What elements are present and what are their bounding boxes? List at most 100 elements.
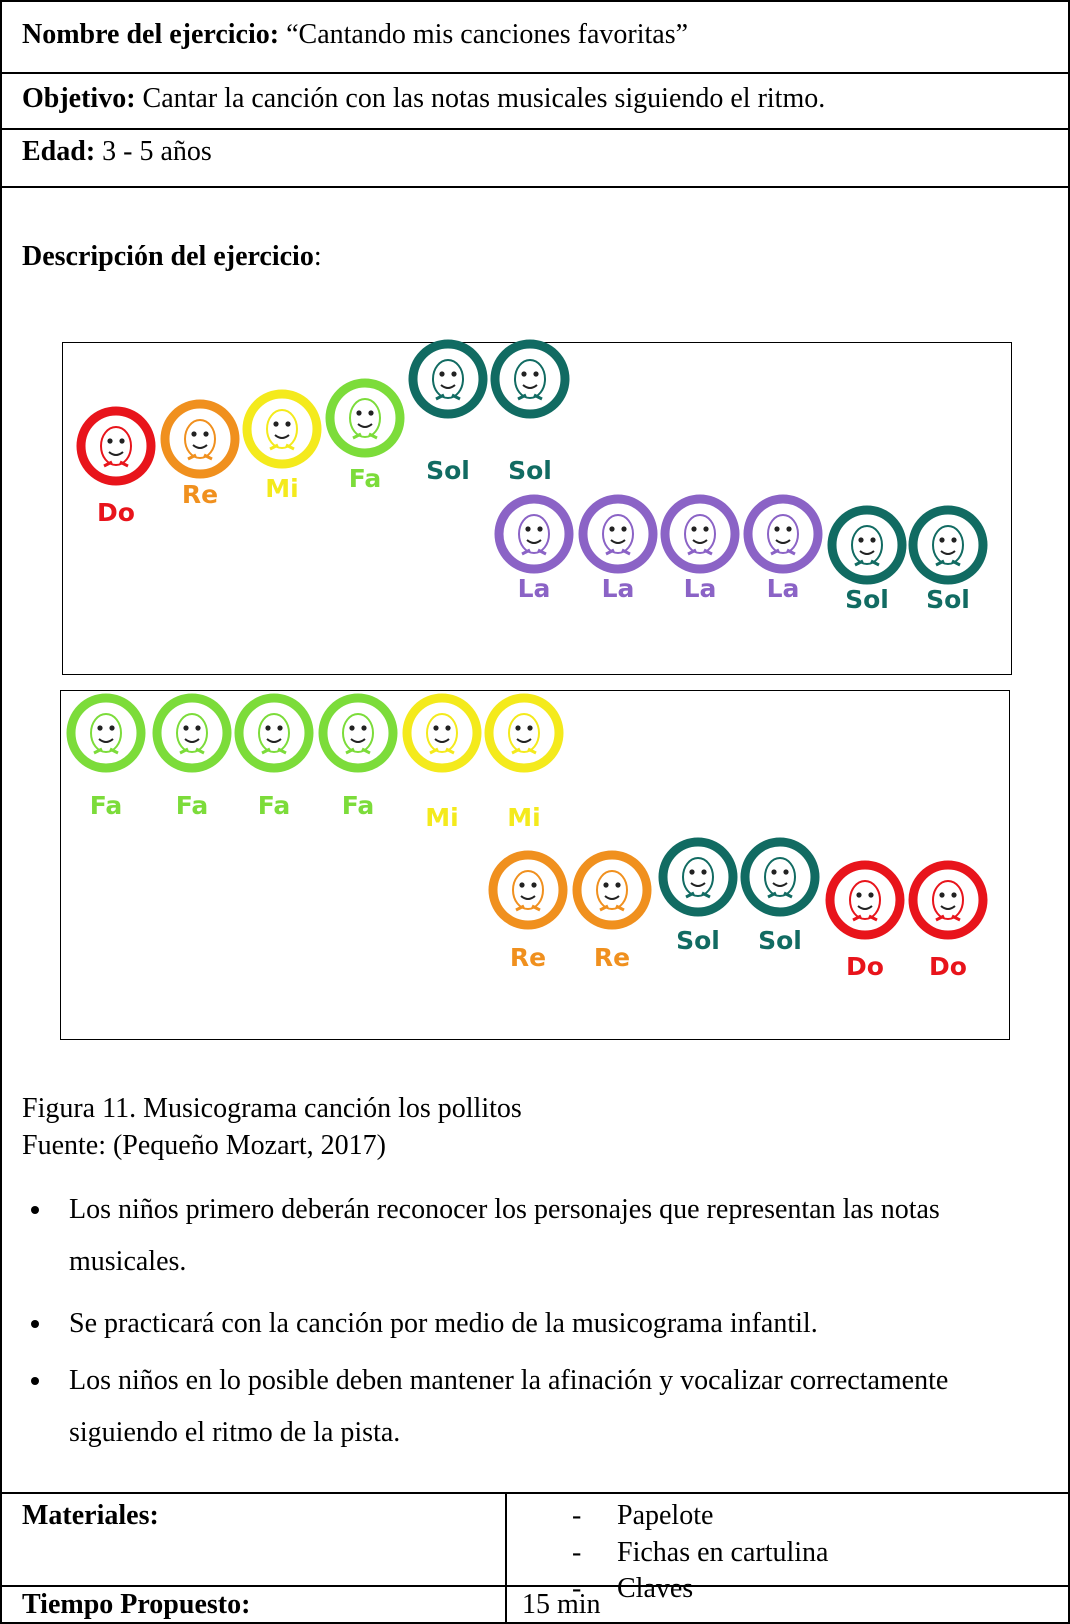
- note-label-fa: Fa: [257, 791, 291, 820]
- materials-item-1: Papelote: [617, 1500, 714, 1531]
- note-character-sol: [740, 837, 820, 917]
- bullet-1-line-1: Los niños primero deberán reconocer los …: [69, 1194, 940, 1225]
- note-character-icon: [827, 505, 907, 585]
- note-label-mi: Mi: [265, 474, 299, 503]
- objective-row: Objetivo: Cantar la canción con las nota…: [22, 83, 825, 115]
- note-character-la: [578, 494, 658, 574]
- note-label-mi: Mi: [507, 803, 541, 832]
- row-divider: [0, 1585, 1070, 1587]
- note-character-la: [660, 494, 740, 574]
- note-label-sol: Sol: [676, 926, 720, 955]
- note-character-icon: [408, 339, 488, 419]
- note-character-icon: [490, 339, 570, 419]
- note-character-do: [76, 406, 156, 486]
- note-label-la: La: [683, 574, 717, 603]
- row-divider: [0, 1492, 1070, 1494]
- note-character-icon: [658, 837, 738, 917]
- note-character-icon: [488, 850, 568, 930]
- description-heading: Descripción del ejercicio:: [22, 241, 322, 273]
- note-character-fa: [318, 693, 398, 773]
- note-label-sol: Sol: [508, 456, 552, 485]
- materials-dash: -: [572, 1573, 582, 1604]
- note-character-icon: [660, 494, 740, 574]
- row-divider: [0, 186, 1070, 188]
- bullet-marker: [31, 1377, 39, 1385]
- note-label-re: Re: [593, 943, 631, 972]
- row-divider: [0, 1622, 1070, 1624]
- note-character-icon: [318, 693, 398, 773]
- note-label-sol: Sol: [926, 585, 970, 614]
- objective-label: Objetivo:: [22, 83, 136, 114]
- note-character-sol: [658, 837, 738, 917]
- bullet-1-line-2: musicales.: [69, 1246, 187, 1277]
- note-character-sol: [408, 339, 488, 419]
- materials-dash: -: [572, 1500, 582, 1531]
- note-character-mi: [402, 693, 482, 773]
- note-character-la: [743, 494, 823, 574]
- bullet-item-3: Los niños en lo posible deben mantener l…: [69, 1355, 1059, 1459]
- description-colon: :: [313, 241, 322, 272]
- exercise-name-value: “Cantando mis canciones favoritas”: [286, 19, 689, 50]
- bullet-item-2: Se practicará con la canción por medio d…: [69, 1298, 1059, 1350]
- row-divider: [0, 128, 1070, 130]
- note-label-sol: Sol: [758, 926, 802, 955]
- note-label-do: Do: [929, 952, 967, 981]
- note-character-icon: [572, 850, 652, 930]
- note-label-la: La: [766, 574, 800, 603]
- age-label: Edad:: [22, 136, 96, 167]
- note-character-re: [160, 399, 240, 479]
- note-character-icon: [234, 693, 314, 773]
- note-character-fa: [234, 693, 314, 773]
- age-value: 3 - 5 años: [102, 136, 212, 167]
- note-character-do: [908, 860, 988, 940]
- note-label-re: Re: [181, 480, 219, 509]
- note-character-icon: [908, 505, 988, 585]
- note-character-icon: [242, 389, 322, 469]
- bullet-item-1: Los niños primero deberán reconocer los …: [69, 1184, 1059, 1288]
- materials-dash: -: [572, 1537, 582, 1568]
- objective-value: Cantar la canción con las notas musicale…: [142, 83, 826, 114]
- note-character-sol: [827, 505, 907, 585]
- note-label-fa: Fa: [89, 791, 123, 820]
- column-divider: [505, 1492, 507, 1624]
- row-divider: [0, 72, 1070, 74]
- note-character-sol: [490, 339, 570, 419]
- bullet-2-line-1: Se practicará con la canción por medio d…: [69, 1308, 818, 1339]
- note-character-do: [825, 860, 905, 940]
- time-label: Tiempo Propuesto:: [22, 1589, 251, 1620]
- materials-item-3: Claves: [617, 1573, 694, 1604]
- age-row: Edad: 3 - 5 años: [22, 136, 212, 168]
- time-value: 15 min: [522, 1589, 601, 1620]
- note-label-fa: Fa: [175, 791, 209, 820]
- note-label-sol: Sol: [845, 585, 889, 614]
- exercise-name-row: Nombre del ejercicio: “Cantando mis canc…: [22, 19, 688, 51]
- note-character-re: [488, 850, 568, 930]
- note-character-icon: [825, 860, 905, 940]
- note-label-mi: Mi: [425, 803, 459, 832]
- note-character-la: [494, 494, 574, 574]
- table-left-border: [0, 0, 2, 1624]
- note-character-icon: [484, 693, 564, 773]
- note-label-do: Do: [97, 498, 135, 527]
- note-character-sol: [908, 505, 988, 585]
- note-label-do: Do: [846, 952, 884, 981]
- bullet-marker: [31, 1320, 39, 1328]
- note-character-icon: [160, 399, 240, 479]
- bullet-3-line-1: Los niños en lo posible deben mantener l…: [69, 1365, 949, 1396]
- note-label-fa: Fa: [341, 791, 375, 820]
- note-label-la: La: [601, 574, 635, 603]
- note-character-icon: [743, 494, 823, 574]
- note-character-fa: [66, 693, 146, 773]
- description-label: Descripción del ejercicio: [22, 241, 314, 272]
- materials-item-2: Fichas en cartulina: [617, 1537, 829, 1568]
- figure-source: Fuente: (Pequeño Mozart, 2017): [22, 1130, 386, 1161]
- note-label-re: Re: [509, 943, 547, 972]
- note-character-icon: [76, 406, 156, 486]
- bullet-3-line-2: siguiendo el ritmo de la pista.: [69, 1417, 401, 1448]
- row-divider: [0, 0, 1070, 2]
- table-right-border: [1068, 0, 1070, 1624]
- note-character-fa: [152, 693, 232, 773]
- note-label-fa: Fa: [348, 464, 382, 493]
- bullet-marker: [31, 1206, 39, 1214]
- figure-caption: Figura 11. Musicograma canción los polli…: [22, 1093, 522, 1124]
